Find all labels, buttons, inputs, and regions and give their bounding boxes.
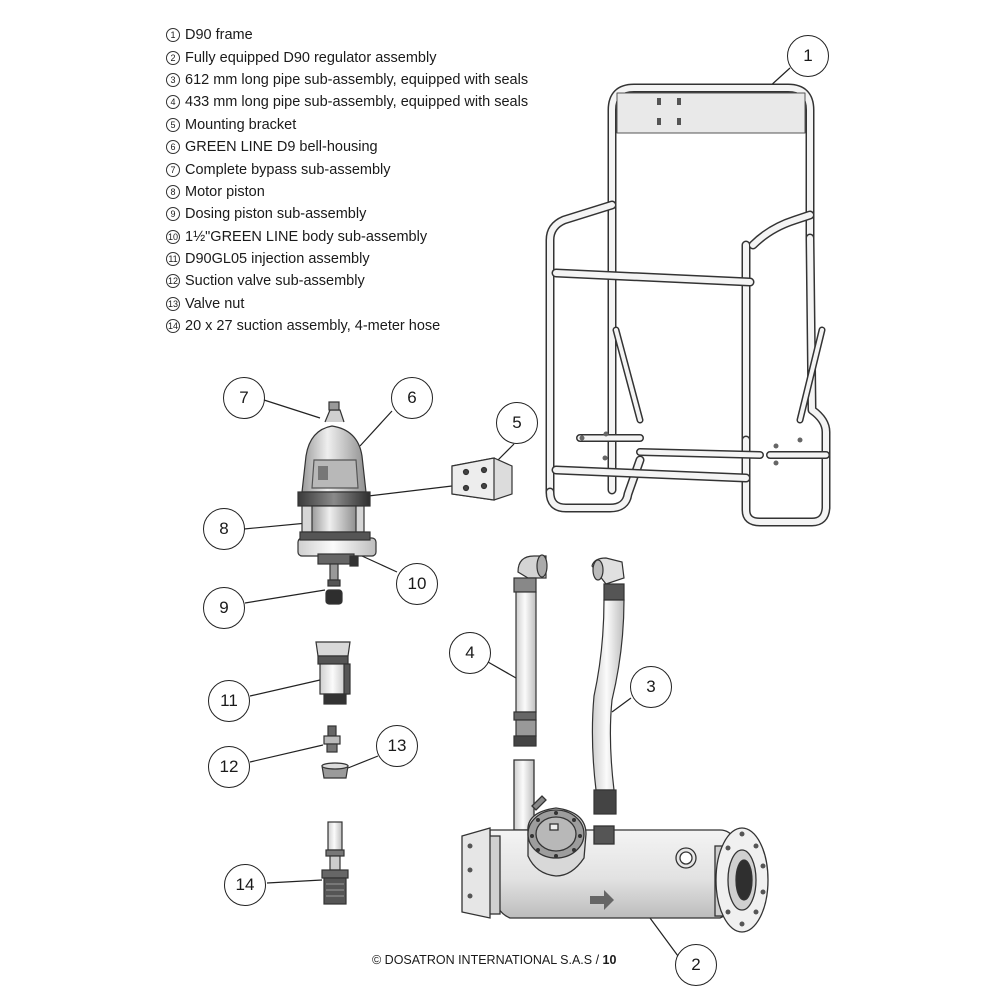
legend-number: 2: [166, 50, 180, 65]
callout-4: 4: [449, 632, 491, 674]
leader-13: [347, 755, 379, 769]
page-footer: © DOSATRON INTERNATIONAL S.A.S / 10: [372, 953, 616, 967]
legend-item: 1 D90 frame: [166, 24, 528, 46]
legend-number: 10: [166, 229, 180, 244]
callout-5: 5: [496, 402, 538, 444]
regulator-assembly: [461, 759, 769, 933]
legend-text: Suction valve sub-assembly: [185, 273, 365, 290]
leader-3: [611, 697, 632, 713]
page-number: 10: [602, 953, 617, 967]
leader-6: [359, 410, 393, 447]
legend-number: 8: [166, 184, 180, 199]
legend-text: 612 mm long pipe sub-assembly, equipped …: [185, 71, 529, 88]
legend-text: Dosing piston sub-assembly: [185, 206, 367, 223]
legend-number: 7: [166, 162, 180, 177]
leader-2: [649, 917, 679, 957]
legend-item: 6 GREEN LINE D9 bell-housing: [166, 136, 528, 158]
legend-number: 3: [166, 72, 180, 87]
d90-frame: [545, 83, 831, 527]
legend-number: 5: [166, 117, 180, 132]
legend-item: 12 Suction valve sub-assembly: [166, 270, 528, 292]
legend-item: 13 Valve nut: [166, 293, 528, 315]
legend-number: 4: [166, 95, 180, 110]
legend-text: Mounting bracket: [185, 116, 297, 133]
legend-item: 4 433 mm long pipe sub-assembly, equipped…: [166, 91, 528, 113]
callout-2: 2: [675, 944, 717, 986]
injection-assembly: [315, 641, 351, 705]
legend-item: 10 1½"GREEN LINE body sub-assembly: [166, 226, 528, 248]
legend-text: Fully equipped D90 regulator assembly: [185, 49, 437, 66]
callout-6: 6: [391, 377, 433, 419]
mounting-bracket: [451, 457, 513, 501]
legend-item: 2 Fully equipped D90 regulator assembly: [166, 46, 528, 68]
legend-number: 14: [166, 319, 180, 334]
legend-text: D90 frame: [185, 27, 253, 44]
legend-text: 1½"GREEN LINE body sub-assembly: [185, 228, 428, 245]
pipe-433mm: [513, 554, 548, 747]
callout-14: 14: [224, 864, 266, 906]
leader-7: [263, 399, 321, 419]
legend-item: 8 Motor piston: [166, 181, 528, 203]
callout-10: 10: [396, 563, 438, 605]
valve-nut: [321, 762, 349, 779]
legend-item: 11 D90GL05 injection assembly: [166, 248, 528, 270]
callout-8: 8: [203, 508, 245, 550]
legend-text: 433 mm long pipe sub-assembly, equipped …: [185, 94, 529, 111]
legend-text: Complete bypass sub-assembly: [185, 161, 391, 178]
callout-3: 3: [630, 666, 672, 708]
suction-assembly: [321, 821, 349, 905]
suction-valve: [323, 725, 341, 753]
callout-9: 9: [203, 587, 245, 629]
pipe-612mm: [591, 557, 625, 815]
leader-lines: [243, 67, 791, 957]
legend-text: D90GL05 injection assembly: [185, 251, 370, 268]
leader-10: [361, 555, 398, 573]
legend-number: 1: [166, 28, 180, 43]
leader-12: [249, 744, 324, 763]
legend-text: GREEN LINE D9 bell-housing: [185, 139, 378, 156]
leader-4: [487, 661, 517, 679]
legend-text: Valve nut: [185, 295, 245, 312]
legend-number: 6: [166, 140, 180, 155]
leader-9: [244, 589, 326, 604]
legend-number: 12: [166, 274, 180, 289]
legend-item: 9 Dosing piston sub-assembly: [166, 203, 528, 225]
leader-14: [266, 879, 323, 884]
parts-legend: 1 D90 frame 2 Fully equipped D90 regulator…: [166, 24, 528, 337]
legend-number: 9: [166, 207, 180, 222]
legend-item: 3 612 mm long pipe sub-assembly, equipped…: [166, 69, 528, 91]
copyright-text: © DOSATRON INTERNATIONAL S.A.S /: [372, 953, 603, 967]
legend-text: 20 x 27 suction assembly, 4-meter hose: [185, 318, 441, 335]
legend-item: 5 Mounting bracket: [166, 114, 528, 136]
legend-number: 13: [166, 296, 180, 311]
dosing-pump-head: [297, 401, 377, 605]
legend-number: 11: [166, 252, 180, 267]
callout-13: 13: [376, 725, 418, 767]
callout-12: 12: [208, 746, 250, 788]
legend-item: 7 Complete bypass sub-assembly: [166, 158, 528, 180]
leader-8b: [359, 485, 453, 498]
leader-11: [249, 679, 321, 697]
callout-11: 11: [208, 680, 250, 722]
legend-item: 14 20 x 27 suction assembly, 4-meter hose: [166, 315, 528, 337]
callout-7: 7: [223, 377, 265, 419]
callout-1: 1: [787, 35, 829, 77]
legend-text: Motor piston: [185, 183, 265, 200]
